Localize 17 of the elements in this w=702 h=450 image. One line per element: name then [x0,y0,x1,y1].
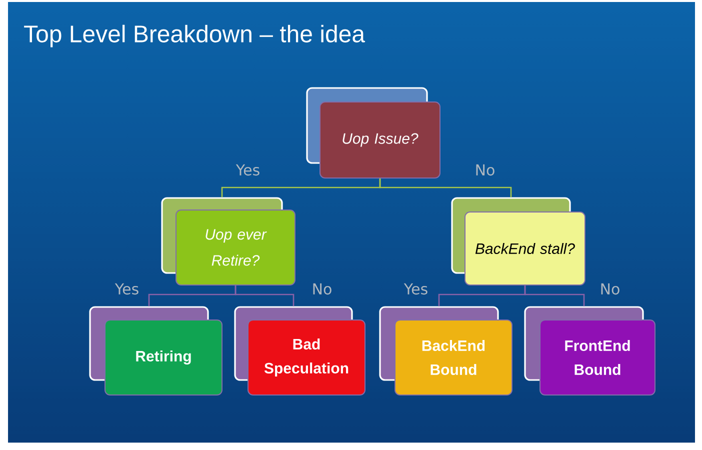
result-box: BackEnd Bound [379,306,512,396]
question-box: BackEnd stall? [451,197,586,286]
result-box: FrontEnd Bound [524,306,656,396]
edge-label: No [601,283,620,295]
question-box: Uop ever Retire? [161,197,296,286]
connector [234,286,294,306]
connector [379,178,512,198]
edge-label: Yes [236,164,260,176]
question-box: Uop Issue? [306,87,440,178]
edge-label: Yes [404,283,428,295]
title: Top Level Breakdown – the idea [24,24,366,48]
connector [524,286,585,306]
result-box: Retiring [89,306,222,396]
result-box: Bad Speculation [234,306,366,396]
edge-label: No [476,164,494,176]
edge-label: Yes [114,283,138,295]
edge-label: No [313,283,332,295]
